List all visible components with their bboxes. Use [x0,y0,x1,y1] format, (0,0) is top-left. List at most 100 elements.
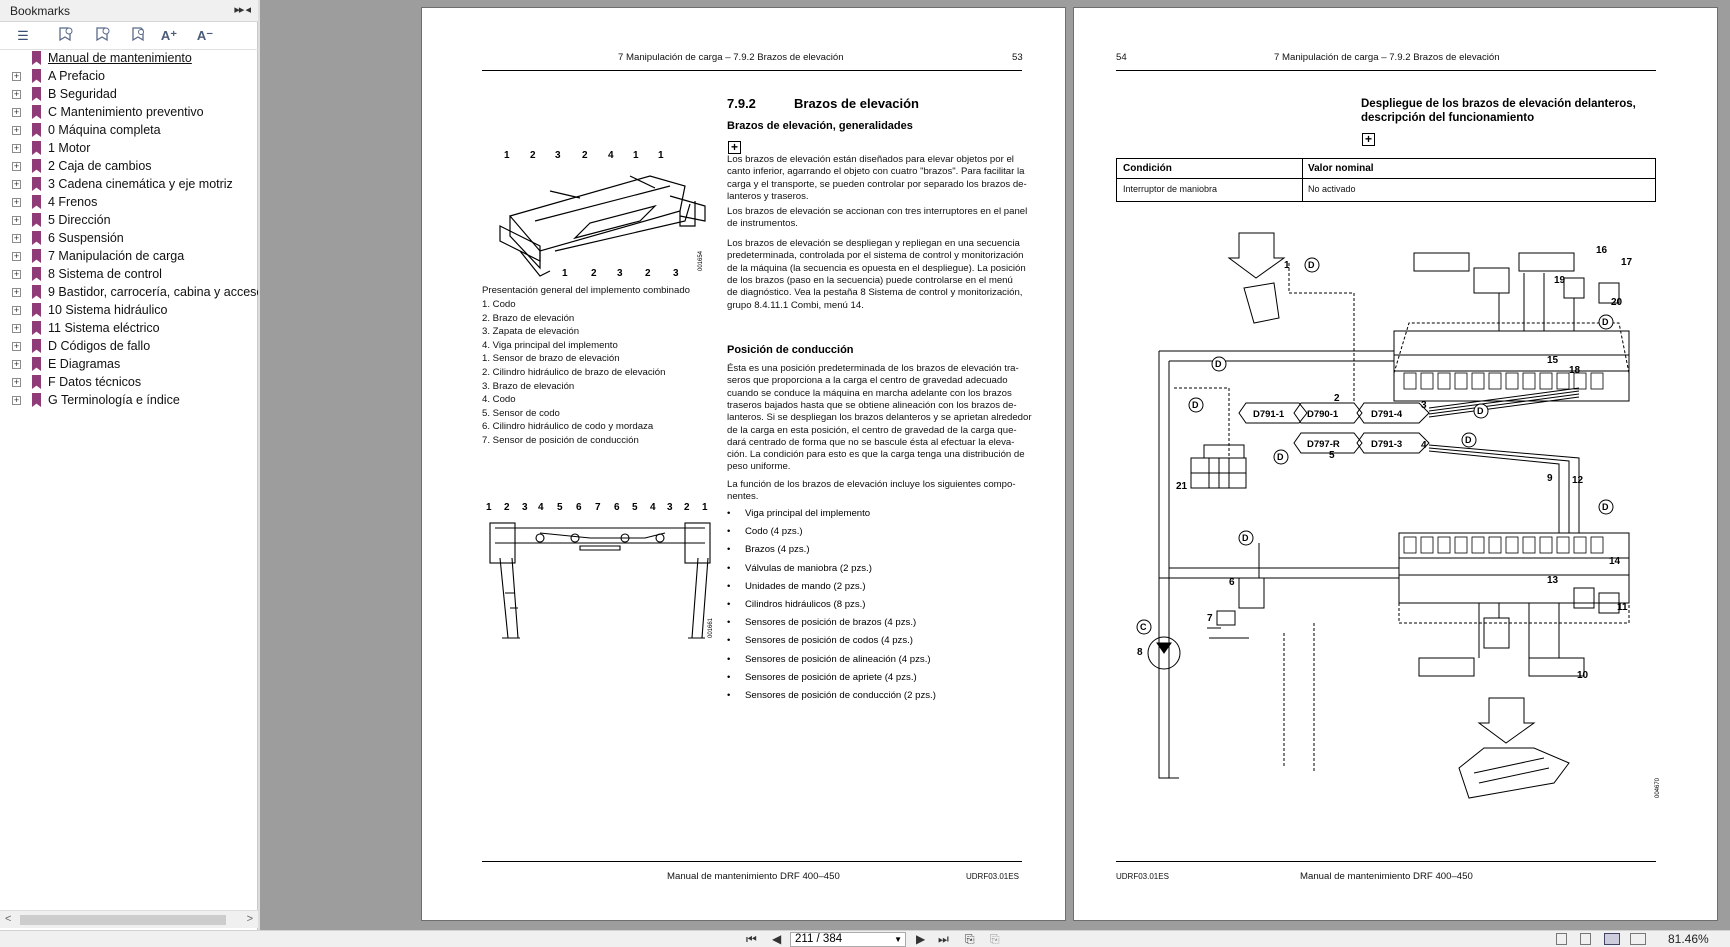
module-label: D791-4 [1371,409,1403,420]
bookmark-icon [32,339,41,353]
svg-text:2: 2 [591,268,597,279]
facing-view-icon[interactable] [1604,933,1620,945]
expand-icon[interactable]: + [12,233,21,243]
last-page-button[interactable]: ⏭ [938,932,949,946]
first-page-button[interactable]: ⏮ [746,932,757,946]
list-options-icon[interactable]: ☰ [17,28,29,43]
next-view-icon[interactable]: ⎘ [990,932,1000,946]
bookmark-item[interactable]: +2 Caja de cambios [0,158,258,176]
bookmark-item[interactable]: +3 Cadena cinemática y eje motriz [0,176,258,194]
font-decrease-icon[interactable]: A⁻ [196,28,214,43]
svg-text:D: D [1308,260,1315,270]
legend-item: 4. Codo [482,394,516,406]
bookmark-item[interactable]: +6 Suspensión [0,230,258,248]
expand-icon[interactable]: + [12,89,21,99]
bookmark-item[interactable]: +5 Dirección [0,212,258,230]
expand-icon[interactable]: + [12,341,21,351]
svg-text:001661: 001661 [708,617,714,638]
bookmark-item[interactable]: +8 Sistema de control [0,266,258,284]
bookmark-icon [32,105,41,119]
page-number-input[interactable]: 211 / 384 ▼ [790,932,906,947]
svg-text:4: 4 [1421,440,1427,451]
figure-caption: Presentación general del implemento comb… [482,285,690,296]
expand-icon[interactable]: + [12,215,21,225]
previous-page-button[interactable]: ◀ [772,932,782,946]
table-cell-condition: Interruptor de maniobra [1123,184,1218,194]
expand-icon[interactable]: + [12,287,21,297]
continuous-facing-view-icon[interactable] [1630,933,1646,945]
bookmark-item[interactable]: +G Terminología e índice [0,392,258,410]
expand-icon[interactable]: + [12,305,21,315]
expand-icon[interactable]: + [12,323,21,333]
previous-view-icon[interactable]: ⎘ [965,932,975,946]
svg-text:6: 6 [576,502,582,513]
bookmark-item[interactable]: + F Datos técnicos [0,374,258,392]
bookmark-item[interactable]: +11 Sistema eléctrico [0,320,258,338]
expand-icon[interactable]: + [12,251,21,261]
bookmark-label: F Datos técnicos [48,375,142,389]
expand-plus-icon[interactable]: + [728,141,741,154]
paragraph-line: de diagnóstico. Vea la pestaña 8 Sistema… [727,287,1023,299]
chevron-down-icon[interactable]: ▼ [894,935,902,944]
svg-text:2: 2 [530,150,536,161]
bookmark-item[interactable]: +4 Frenos [0,194,258,212]
bookmark-label: 4 Frenos [48,195,98,209]
next-page-button[interactable]: ▶ [916,932,926,946]
bookmark-item[interactable]: +A Prefacio [0,68,258,86]
bookmark-label: 10 Sistema hidráulico [48,303,168,317]
bookmark-item[interactable]: +C Mantenimiento preventivo [0,104,258,122]
document-viewport[interactable]: 7 Manipulación de carga – 7.9.2 Brazos d… [260,0,1730,930]
bookmark-collapse-icon[interactable] [92,26,114,46]
bookmark-icon [32,87,41,101]
bookmark-item[interactable]: + D Códigos de fallo [0,338,258,356]
paragraph-line: Los brazos de elevación se despliegan y … [727,238,1020,249]
expand-icon[interactable]: + [12,161,21,171]
expand-icon[interactable]: + [12,107,21,117]
bookmark-icon [32,159,41,173]
bookmark-label: 7 Manipulación de carga [48,249,185,263]
expand-icon[interactable]: + [12,359,21,369]
svg-text:1: 1 [702,502,708,513]
single-page-view-icon[interactable] [1556,933,1567,945]
font-increase-icon[interactable]: A⁺ [160,28,178,43]
bookmark-item[interactable]: +0 Máquina completa [0,122,258,140]
expand-plus-icon[interactable]: + [1362,133,1375,146]
expand-icon[interactable]: + [12,197,21,207]
svg-text:4: 4 [538,502,544,513]
list-item: Válvulas de maniobra (2 pzs.) [727,563,872,574]
horizontal-scrollbar[interactable]: < > [0,910,258,928]
bookmarks-title: Bookmarks [10,4,71,18]
bookmark-item[interactable]: +9 Bastidor, carrocería, cabina y acceso [0,284,263,302]
continuous-view-icon[interactable] [1580,933,1591,945]
panel-collapse-button[interactable]: ▸▸ ◂ [234,4,251,16]
list-item: Viga principal del implemento [727,508,870,519]
scroll-left-arrow-icon[interactable]: < [5,913,12,925]
bookmarks-toolbar: ☰ A⁺ A⁻ [0,22,258,50]
bookmark-expand-icon[interactable] [55,26,77,46]
expand-icon[interactable]: + [12,377,21,387]
bookmark-item[interactable]: +7 Manipulación de carga [0,248,258,266]
page-title-line1: Despliegue de los brazos de elevación de… [1361,98,1636,110]
expand-icon[interactable]: + [12,71,21,81]
bookmark-item[interactable]: +1 Motor [0,140,258,158]
expand-icon[interactable]: + [12,179,21,189]
expand-icon[interactable]: + [12,143,21,153]
bookmark-item[interactable]: +E Diagramas [0,356,258,374]
expand-icon[interactable]: + [12,269,21,279]
bookmark-find-icon[interactable] [128,26,150,46]
panel-splitter[interactable] [258,0,260,930]
bookmark-item[interactable]: Manual de mantenimiento [0,50,258,68]
svg-text:1: 1 [562,268,568,279]
module-label: D791-1 [1253,409,1285,420]
scroll-right-arrow-icon[interactable]: > [246,913,253,925]
bookmarks-panel-header: Bookmarks ▸▸ ◂ [0,0,258,22]
bookmark-item[interactable]: +10 Sistema hidráulico [0,302,258,320]
expand-icon[interactable]: + [12,395,21,405]
expand-icon[interactable]: + [12,125,21,135]
zoom-level[interactable]: 81.46% [1668,932,1709,946]
bookmark-label: D Códigos de fallo [48,339,151,353]
bookmark-item[interactable]: +B Seguridad [0,86,258,104]
scrollbar-thumb[interactable] [20,915,226,925]
condition-table: Condición Valor nominal Interruptor de m… [1116,158,1656,202]
